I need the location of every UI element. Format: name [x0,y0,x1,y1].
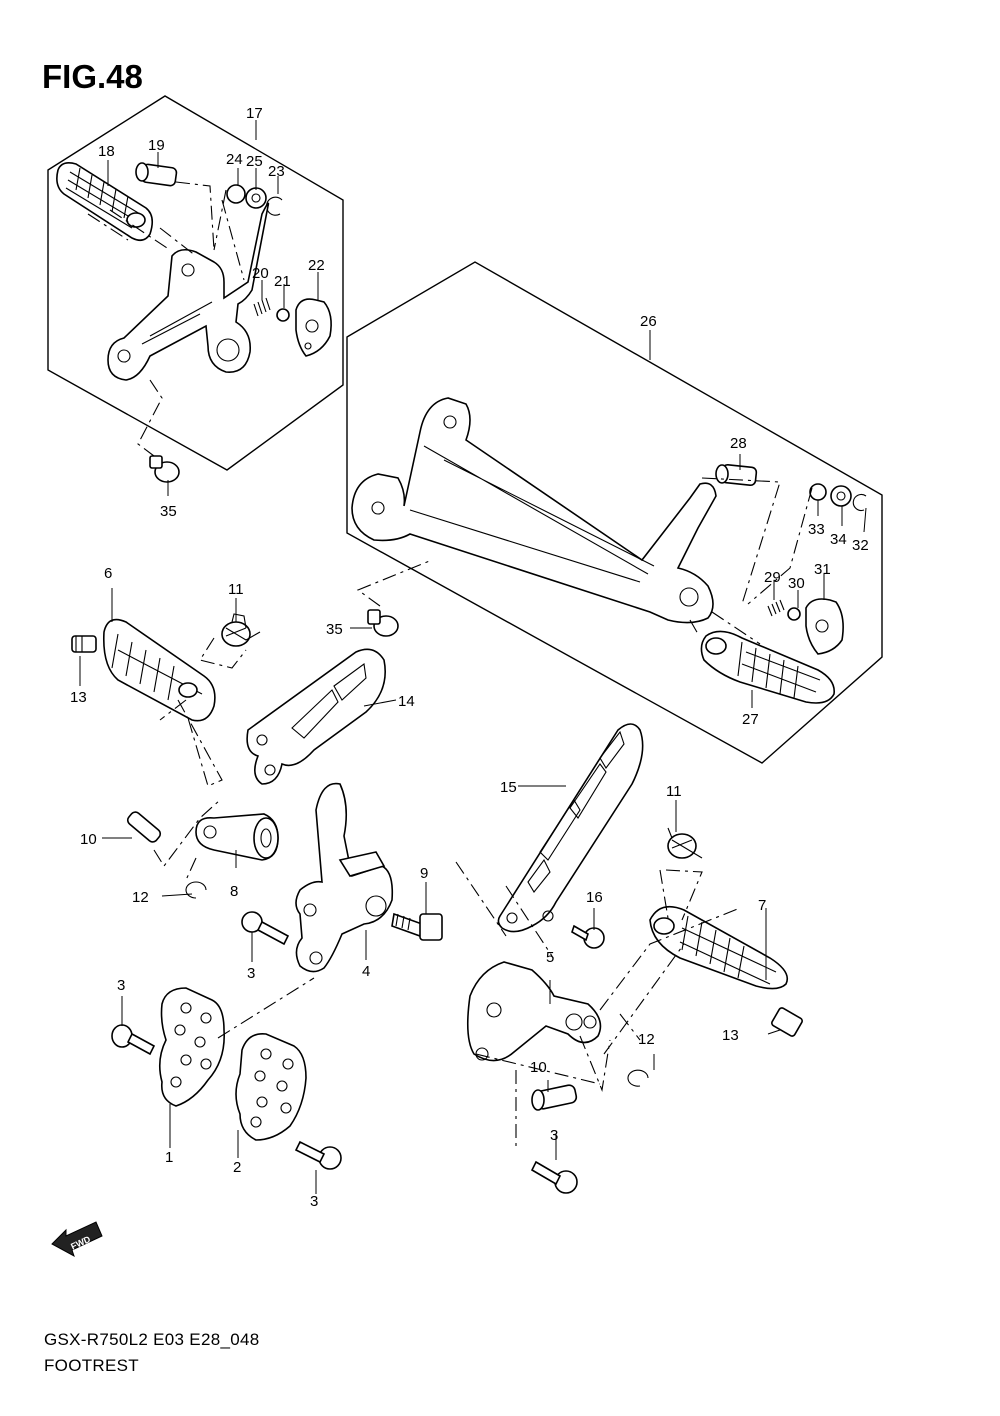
callout-12-left: 12 [132,889,149,906]
pin-19 [135,162,178,187]
fwd-arrow-icon: FWD [51,1221,103,1258]
plate-31 [805,598,844,655]
callout-32: 32 [852,537,869,554]
bolt-35-lower [367,609,399,637]
callout-17: 17 [246,105,263,122]
callout-30: 30 [788,575,805,592]
callout-3-lower-right: 3 [550,1127,558,1144]
bolt-9 [391,912,443,941]
callout-35-lower: 35 [326,621,343,638]
spring-11-right [667,827,703,859]
plate-22 [295,298,332,357]
model-code: GSX-R750L2 E03 E28_048 [44,1330,260,1349]
washer-34 [830,485,852,507]
washer-25 [245,187,267,209]
bolt-13-left [71,635,97,653]
callout-21: 21 [274,273,291,290]
bolt-3-lower-right [530,1160,578,1194]
spring-11-left [221,613,261,647]
callout-4: 4 [362,963,370,980]
spring-29 [767,599,785,617]
callout-8: 8 [230,883,238,900]
pivot-8 [195,813,279,861]
callout-3-mid: 3 [247,965,255,982]
ball-30 [787,607,801,621]
callout-20: 20 [252,265,269,282]
footrest-bracket-17 [107,202,270,381]
clip-23 [265,196,283,216]
heel-plate-14 [246,648,386,785]
footpeg-18 [56,162,154,242]
callout-6: 6 [104,565,112,582]
bolt-16 [571,924,605,949]
washer-33 [809,483,827,501]
figure-title: FIG.48 [42,58,143,95]
callout-3-lower-left: 3 [310,1193,318,1210]
section-name: FOOTREST [44,1356,139,1375]
callout-12-right: 12 [638,1031,655,1048]
callout-3-far-left: 3 [117,977,125,994]
footpeg-27 [700,630,835,704]
callout-29: 29 [764,569,781,586]
footpeg-7 [649,905,789,990]
heel-plate-15 [497,723,644,933]
callout-7: 7 [758,897,766,914]
callout-14: 14 [398,693,415,710]
callout-11-right: 11 [666,783,682,800]
clip-12-left [185,881,207,899]
callout-15: 15 [500,779,517,796]
callout-22: 22 [308,257,325,274]
callout-19: 19 [148,137,165,154]
bracket-4 [295,782,394,973]
spacer-plate-2 [235,1033,307,1141]
callout-18: 18 [98,143,115,160]
bolt-3-mid [241,911,290,946]
callout-24: 24 [226,151,243,168]
callout-10-left: 10 [80,831,97,848]
callout-27: 27 [742,711,759,728]
ball-21 [276,308,290,322]
bolt-3-far-left [111,1024,156,1056]
callout-31: 31 [814,561,831,578]
callout-25: 25 [246,153,263,170]
callout-1: 1 [165,1149,173,1166]
callout-33: 33 [808,521,825,538]
footpeg-6 [102,618,216,722]
pin-28 [715,463,758,487]
assembly-box-17 [47,95,344,471]
callout-13-left: 13 [70,689,87,706]
pin-10-left [126,811,162,843]
assembly-box-26 [346,261,883,764]
callout-23: 23 [268,163,285,180]
callout-26: 26 [640,313,657,330]
callout-16: 16 [586,889,603,906]
spring-20 [253,297,271,317]
callout-2: 2 [233,1159,241,1176]
pin-10-right [531,1084,578,1111]
bolt-35-upper [149,455,180,483]
callout-35-upper: 35 [160,503,177,520]
callout-9: 9 [420,865,428,882]
clip-32 [852,493,867,512]
washer-24 [226,184,246,204]
bolt-13-right [771,1007,803,1037]
callout-13-right: 13 [722,1027,739,1044]
callout-34: 34 [830,531,847,548]
callout-10-right: 10 [530,1059,547,1076]
bracket-5 [466,961,602,1062]
clip-12-right [627,1069,649,1087]
callout-28: 28 [730,435,747,452]
footrest-bracket-26 [351,397,717,624]
callout-11-left: 11 [228,581,244,598]
bolt-3-lower-left [294,1140,342,1170]
callout-5: 5 [546,949,554,966]
spacer-plate-1 [158,987,225,1107]
